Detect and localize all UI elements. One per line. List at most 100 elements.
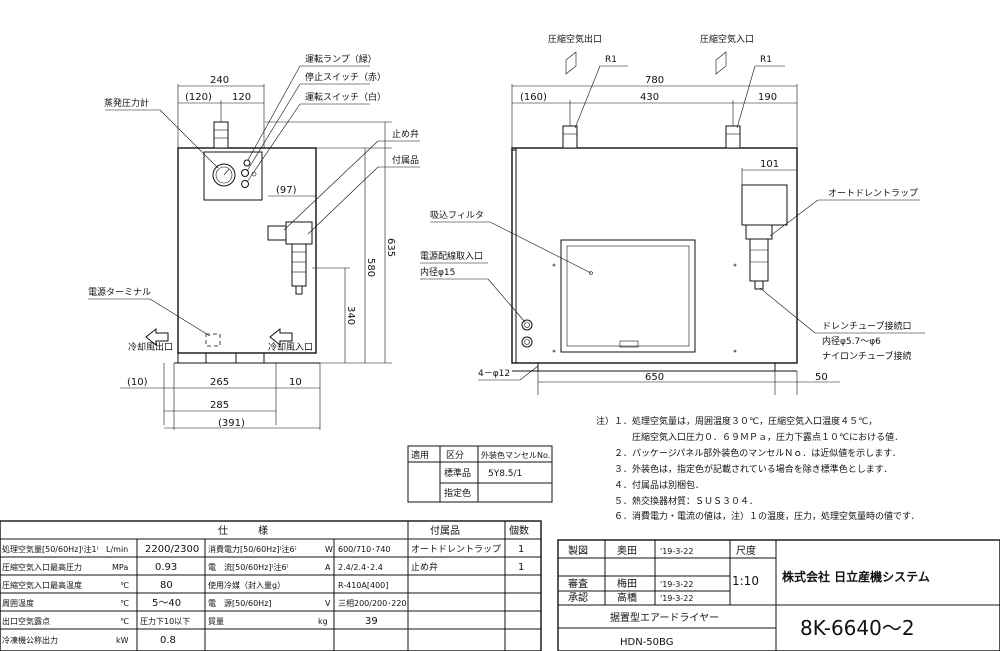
label-r1-in: R1 — [760, 55, 772, 65]
label-holes: 4－φ12 — [478, 369, 510, 379]
spec-item: 圧縮空気入口最高圧力 — [2, 562, 82, 572]
spec-unit: ℃ — [120, 599, 129, 608]
company-name: 株式会社 日立産機システム — [782, 569, 930, 584]
spec-unit: L/min — [106, 545, 128, 554]
dim-430: 430 — [640, 92, 659, 103]
spec-unit: V — [325, 599, 331, 608]
note-line: ５．熱交換器材質：ＳＵＳ３０４． — [596, 495, 758, 507]
date-drafted: '19-3-22 — [660, 547, 693, 556]
spec-value: 2.4/2.4･2.4 — [338, 563, 383, 572]
role-approved: 承認 — [568, 591, 588, 604]
dim-340: 340 — [345, 306, 356, 325]
label-cool-out: 冷却風出口 — [128, 341, 173, 353]
spec-item: 電 流[50/60Hz]⁽注6⁾ — [208, 562, 289, 572]
role-reviewed: 審査 — [568, 577, 588, 590]
title-block: 製図 奥田 '19-3-22 審査 梅田 '19-3-22 承認 高橋 '19-… — [557, 539, 1000, 651]
label-drain-tube: ドレンチューブ接続口 — [822, 320, 911, 332]
label-accessory: 付属品 — [392, 155, 419, 166]
spec-value: 三相200/200･220 — [338, 598, 407, 608]
color-table-header: 区分 — [446, 450, 464, 461]
dim-285: 285 — [210, 400, 229, 411]
dim-635: 635 — [385, 238, 396, 257]
dim-580: 580 — [365, 258, 376, 277]
note-line: ６．消費電力・電流の値は，注）１の温度，圧力，処理空気量時の値です． — [596, 510, 920, 522]
name-approved: 高橋 — [617, 591, 637, 604]
dim-10b: 10 — [289, 377, 302, 388]
pressure-gauge — [212, 163, 236, 187]
dim-780: 780 — [645, 75, 664, 86]
scale-value: 1:10 — [732, 574, 759, 588]
dim-240: 240 — [210, 75, 229, 86]
name-reviewed: 梅田 — [617, 577, 637, 590]
spec-header: 仕 様 — [218, 524, 268, 537]
accessory-header: 付属品 — [430, 524, 460, 537]
dim-265: 265 — [210, 377, 229, 388]
spec-value: 2200/2300 — [145, 544, 199, 555]
left-view: 240 (120) 120 (97) 580 635 340 (10) 265 … — [88, 53, 420, 430]
control-panel — [203, 151, 263, 201]
label-auto-drain: オートドレントラップ — [828, 188, 918, 199]
label-check-valve: 止め弁 — [392, 128, 419, 140]
accessory-name: オートドレントラップ — [411, 544, 501, 555]
spec-item: 消費電力[50/60Hz]⁽注6⁾ — [208, 544, 297, 554]
cable-entry-2 — [521, 336, 533, 348]
notes: 注）１．処理空気量は，周囲温度３０℃，圧縮空気入口温度４５℃， 圧縮空気入口圧力… — [596, 415, 920, 522]
dim-97: (97) — [276, 185, 297, 196]
accessory-name: 止め弁 — [411, 561, 438, 573]
spec-item: 周囲温度 — [2, 598, 34, 608]
qty-header: 個数 — [509, 524, 529, 537]
power-terminal — [205, 333, 221, 347]
color-table-cell: 指定色 — [444, 487, 471, 499]
stop-switch — [241, 169, 249, 177]
role-drafted: 製図 — [568, 544, 588, 557]
spec-item: 出口空気露点 — [2, 616, 50, 626]
spec-unit: A — [325, 563, 331, 572]
dim-391: (391) — [218, 418, 245, 429]
dim-650: 650 — [645, 372, 664, 383]
name-drafted: 奥田 — [617, 544, 637, 557]
spec-value: 80 — [160, 580, 173, 591]
run-switch — [241, 180, 249, 188]
label-drain-dia: 内径φ5.7～φ6 — [822, 335, 881, 347]
label-stop-switch: 停止スイッチ（赤） — [305, 71, 386, 83]
dim-190: 190 — [758, 92, 777, 103]
spec-value: 圧力下10以下 — [140, 616, 190, 626]
cool-out-arrow — [145, 327, 169, 347]
spec-unit: W — [325, 545, 333, 554]
suction-filter — [560, 239, 696, 353]
dim-10a: (10) — [127, 377, 148, 388]
auto-drain-trap — [741, 184, 788, 226]
label-power-terminal: 電源ターミナル — [88, 287, 151, 298]
spec-item: 冷凍機公称出力 — [2, 635, 58, 645]
note-line: 注）１．処理空気量は，周囲温度３０℃，圧縮空気入口温度４５℃， — [596, 415, 877, 427]
spec-value: 0.93 — [155, 562, 177, 573]
date-reviewed: '19-3-22 — [660, 580, 693, 589]
label-r1-out: R1 — [605, 55, 617, 65]
spec-value: 600/710･740 — [338, 545, 391, 554]
color-table-cell: 標準品 — [444, 467, 471, 479]
run-lamp — [243, 159, 251, 167]
model-number: HDN-50BG — [620, 637, 673, 648]
label-nylon-tube: ナイロンチューブ接続 — [822, 350, 911, 362]
cable-entry-1 — [521, 319, 533, 331]
accessory-qty: 1 — [518, 562, 524, 573]
accessory-qty: 1 — [518, 544, 524, 555]
spec-item: 処理空気量[50/60Hz]⁽注1⁾ — [2, 544, 99, 554]
label-gauge: 蒸発圧力計 — [104, 97, 149, 109]
dim-120b: 120 — [232, 92, 251, 103]
label-air-in: 圧縮空気入口 — [700, 33, 754, 45]
note-line: ３．外装色は，指定色が記載されている場合を除き標準色とします． — [596, 463, 892, 475]
spec-unit: kg — [318, 617, 328, 626]
label-run-switch: 運転スイッチ（白） — [305, 91, 386, 103]
label-air-out: 圧縮空気出口 — [548, 33, 602, 45]
drawing-number: 8K-6640～2 — [800, 616, 915, 640]
spec-item: 電 源[50/60Hz] — [208, 599, 272, 608]
color-table: 適用 区分 外装色マンセルNo. 標準品 5Y8.5/1 指定色 — [407, 445, 553, 503]
note-line: 圧縮空気入口圧力０．６９ＭＰａ，圧力下露点１０℃における値． — [596, 431, 903, 443]
dim-101: 101 — [760, 159, 779, 170]
spec-value: 5～40 — [152, 598, 181, 609]
spec-value: 39 — [365, 616, 378, 627]
product-name: 据置型エアードライヤー — [610, 611, 719, 624]
spec-table: 仕 様 付属品 個数 処理空気量[50/60Hz]⁽注1⁾ L/min 2200… — [0, 520, 542, 651]
